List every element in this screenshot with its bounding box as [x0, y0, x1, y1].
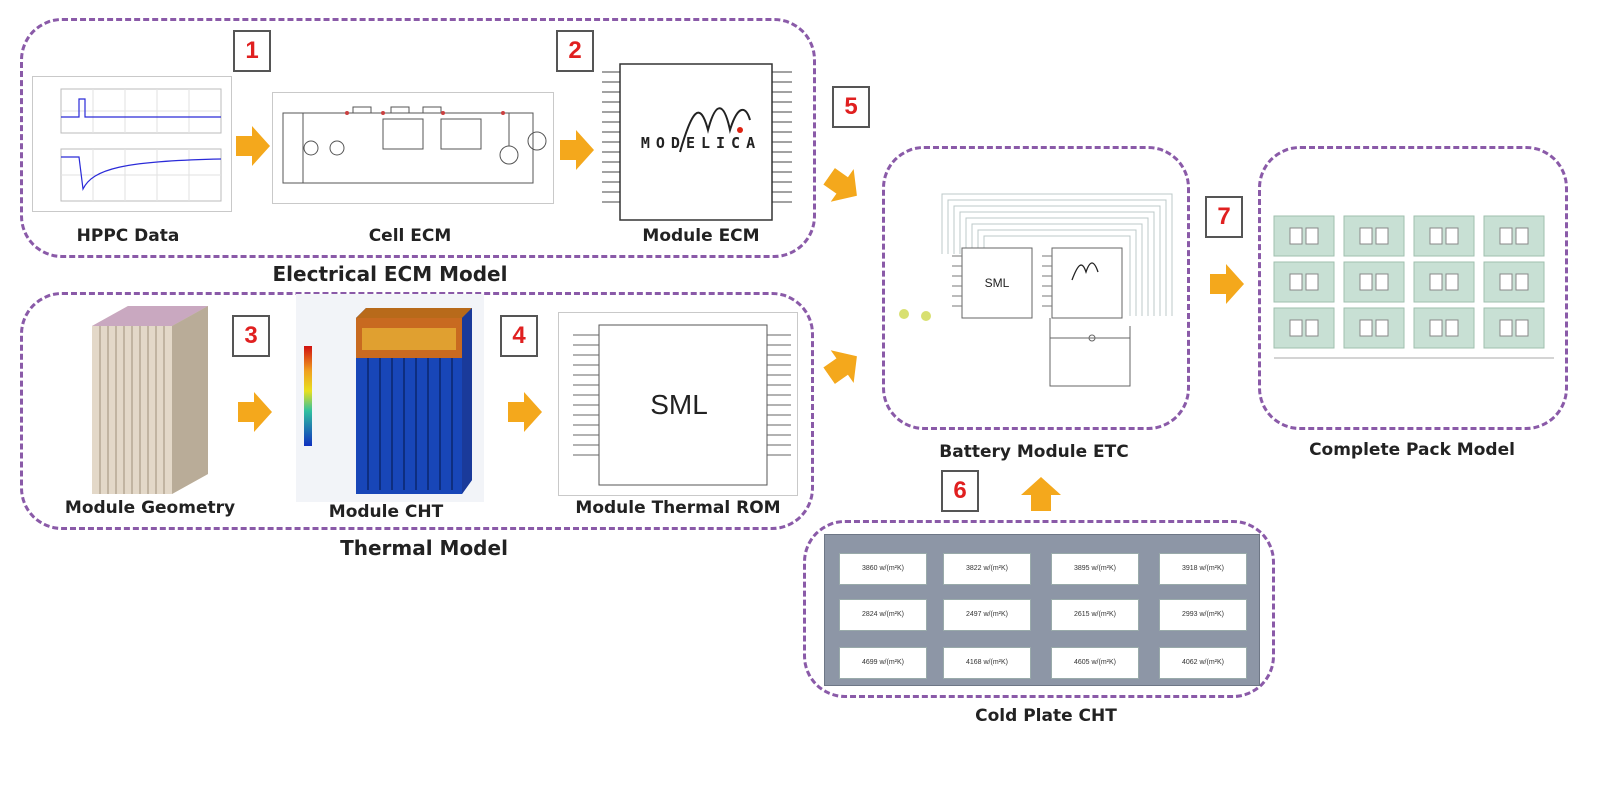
hppc-data-caption: HPPC Data	[76, 226, 180, 246]
arrow-coldplate-to-etc-icon	[1021, 477, 1061, 511]
cell-ecm-caption: Cell ECM	[368, 226, 452, 246]
complete-pack-group	[1258, 146, 1568, 430]
battery-module-etc-diagram: SML	[892, 186, 1182, 396]
cold-plate-cell-12: 4062 w/(m²K)	[1159, 647, 1247, 679]
electrical-ecm-title: Electrical ECM Model	[272, 262, 508, 286]
step-6-badge: 6	[941, 470, 979, 512]
cold-plate-cell-4: 3918 w/(m²K)	[1159, 553, 1247, 585]
arrow-hppc-to-cell-icon	[236, 126, 270, 166]
cold-plate-cell-11: 4605 w/(m²K)	[1051, 647, 1139, 679]
cold-plate-cell-6: 2497 w/(m²K)	[943, 599, 1031, 631]
electrical-ecm-group	[20, 18, 816, 258]
step-3-badge: 3	[232, 315, 270, 357]
module-cht-image	[296, 294, 484, 502]
arrow-cht-to-rom-icon	[508, 392, 542, 432]
module-geometry-image	[82, 298, 212, 498]
cold-plate-cell-9: 4699 w/(m²K)	[839, 647, 927, 679]
cold-plate-caption: Cold Plate CHT	[975, 706, 1117, 726]
step-5-badge: 5	[832, 86, 870, 128]
arrow-etc-to-pack-icon	[1210, 264, 1244, 304]
cold-plate-group	[803, 520, 1275, 698]
cold-plate-cell-1: 3860 w/(m²K)	[839, 553, 927, 585]
step-1-badge: 1	[233, 30, 271, 72]
cold-plate-diagram: 3860 w/(m²K) 3822 w/(m²K) 3895 w/(m²K) 3…	[824, 534, 1260, 686]
module-geometry-caption: Module Geometry	[64, 498, 236, 518]
complete-pack-diagram	[1270, 212, 1558, 362]
battery-module-etc-caption: Battery Module ETC	[939, 442, 1129, 462]
complete-pack-caption: Complete Pack Model	[1309, 440, 1515, 460]
sml-small-label: SML	[984, 276, 1010, 290]
module-thermal-rom-block: SML	[558, 312, 798, 496]
arrow-cell-to-module-icon	[560, 130, 594, 170]
arrow-thermal-to-etc-icon	[823, 350, 857, 384]
cold-plate-cell-7: 2615 w/(m²K)	[1051, 599, 1139, 631]
cold-plate-cell-3: 3895 w/(m²K)	[1051, 553, 1139, 585]
step-4-badge: 4	[500, 315, 538, 357]
module-ecm-caption: Module ECM	[642, 226, 760, 246]
sml-label: SML	[650, 389, 708, 420]
thermal-model-group	[20, 292, 814, 530]
arrow-geometry-to-cht-icon	[238, 392, 272, 432]
battery-module-etc-group	[882, 146, 1190, 430]
module-cht-caption: Module CHT	[328, 502, 444, 522]
hppc-data-plot	[32, 76, 232, 212]
cold-plate-cell-8: 2993 w/(m²K)	[1159, 599, 1247, 631]
module-thermal-rom-caption: Module Thermal ROM	[575, 498, 781, 518]
cold-plate-cell-10: 4168 w/(m²K)	[943, 647, 1031, 679]
cold-plate-cell-2: 3822 w/(m²K)	[943, 553, 1031, 585]
arrow-ecm-to-etc-icon	[823, 168, 857, 202]
thermal-model-title: Thermal Model	[340, 536, 508, 560]
module-ecm-block	[600, 60, 800, 224]
cell-ecm-circuit	[272, 92, 554, 204]
modelica-label: MODELICA	[640, 134, 762, 152]
step-2-badge: 2	[556, 30, 594, 72]
cold-plate-cell-5: 2824 w/(m²K)	[839, 599, 927, 631]
step-7-badge: 7	[1205, 196, 1243, 238]
